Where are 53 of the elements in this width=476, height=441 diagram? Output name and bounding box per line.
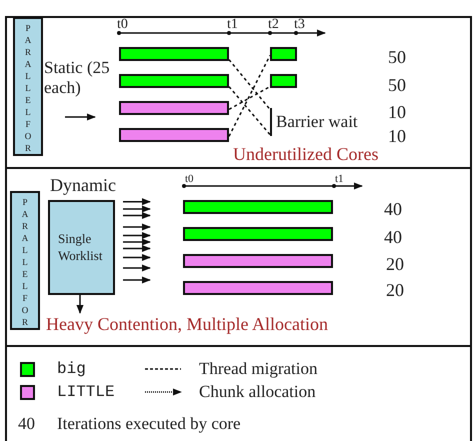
migration-line <box>228 86 271 136</box>
iteration-count: 50 <box>388 48 406 66</box>
schedule-label: Dynamic <box>50 176 116 194</box>
parallel-for-box: PARALLELFOR <box>13 17 43 156</box>
iteration-count: 40 <box>18 415 35 432</box>
core-bar <box>119 128 229 142</box>
core-bar <box>183 254 333 268</box>
contention-note: Heavy Contention, Multiple Allocation <box>46 314 376 334</box>
core-bar <box>270 47 297 61</box>
core-bar <box>183 227 333 241</box>
iteration-count: 20 <box>386 255 404 273</box>
arrow <box>123 238 151 246</box>
legend-label: big <box>57 360 86 378</box>
iteration-count: 10 <box>388 103 406 121</box>
parallel-for-box: PARALLELFOR <box>10 191 40 330</box>
iteration-count: 20 <box>386 281 404 299</box>
time-label: t0 <box>117 18 128 32</box>
core-bar <box>119 74 229 88</box>
barrier-wait: Barrier wait <box>270 108 382 136</box>
migration-line <box>228 59 271 110</box>
iteration-count: 50 <box>388 76 406 94</box>
iteration-count: 40 <box>384 228 402 246</box>
arrow <box>123 276 151 284</box>
arrow <box>123 244 151 252</box>
schedule-label: Static (25 each) <box>44 58 111 99</box>
arrow <box>123 264 151 272</box>
core-bar <box>183 200 333 214</box>
legend-label: Chunk allocation <box>199 382 316 402</box>
legend-label: Iterations executed by core <box>57 414 241 434</box>
arrow <box>123 232 151 240</box>
migration-line <box>228 55 271 137</box>
time-label: t0 <box>185 174 194 185</box>
core-bar <box>119 101 229 115</box>
arrow <box>123 198 151 206</box>
arrow <box>123 223 151 231</box>
iteration-count: 40 <box>384 200 402 218</box>
legend-label: Thread migration <box>199 359 318 379</box>
arrow <box>76 295 84 314</box>
underutilization-note: Underutilized Cores <box>233 145 378 163</box>
time-label: t2 <box>268 18 279 32</box>
core-bar <box>119 47 229 61</box>
core-bar <box>183 281 333 295</box>
worklist-box: Single Worklist <box>48 200 115 295</box>
arrow <box>123 212 151 220</box>
time-label: t1 <box>227 18 238 32</box>
time-label: t1 <box>335 174 344 185</box>
iteration-count: 10 <box>388 127 406 145</box>
arrow <box>123 254 151 262</box>
migration-line <box>228 86 270 110</box>
time-label: t3 <box>294 18 305 32</box>
core-bar <box>270 74 297 88</box>
legend-label: LITTLE <box>57 383 115 401</box>
arrow <box>123 205 151 213</box>
